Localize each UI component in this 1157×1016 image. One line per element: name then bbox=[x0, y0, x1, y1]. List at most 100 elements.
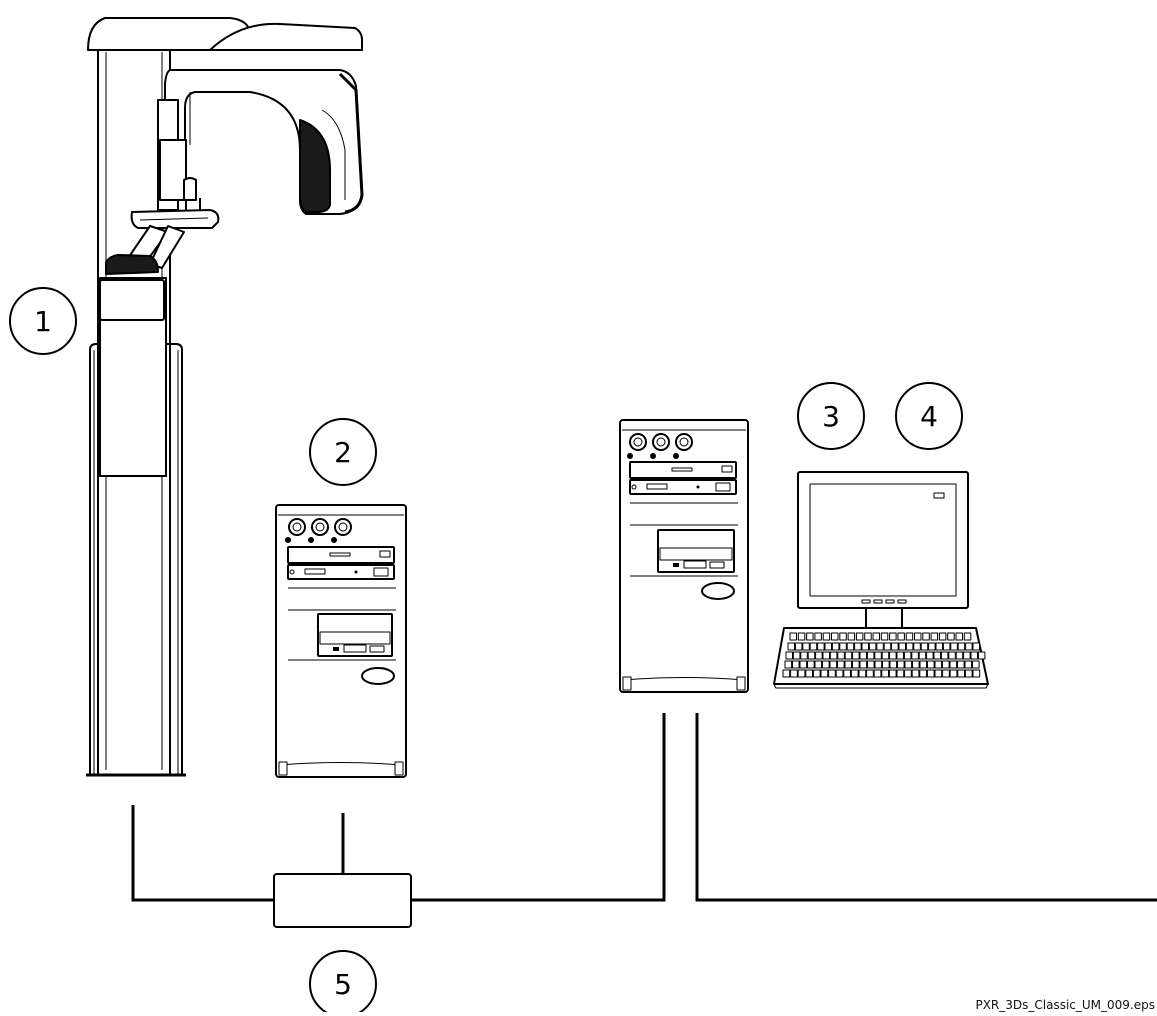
keyboard-key bbox=[911, 651, 919, 660]
callout-4-label: 4 bbox=[920, 400, 938, 433]
keyboard-key bbox=[896, 651, 904, 660]
keyboard-key bbox=[782, 669, 791, 678]
keyboard-key bbox=[843, 669, 851, 678]
keyboard-key bbox=[977, 651, 986, 660]
network-cabling bbox=[131, 713, 1157, 902]
keyboard-key bbox=[881, 669, 889, 678]
keyboard-key bbox=[822, 632, 831, 641]
keyboard-key bbox=[876, 642, 884, 651]
callout-2: 2 bbox=[309, 418, 377, 486]
keyboard-key bbox=[911, 669, 920, 678]
keyboard-key bbox=[896, 669, 905, 678]
keyboard-key bbox=[822, 651, 830, 660]
keyboard-key bbox=[904, 669, 912, 678]
keyboard-key bbox=[814, 632, 822, 641]
keyboard-key bbox=[938, 632, 947, 641]
callout-3-label: 3 bbox=[822, 400, 840, 433]
monitor bbox=[797, 471, 969, 630]
keyboard-key bbox=[824, 642, 832, 651]
keyboard-key bbox=[972, 642, 980, 651]
keyboard-key bbox=[934, 669, 943, 678]
keyboard-key bbox=[964, 669, 973, 678]
keyboard-key bbox=[794, 642, 803, 651]
keyboard-key bbox=[850, 669, 859, 678]
keyboard-key bbox=[807, 651, 816, 660]
keyboard-key bbox=[955, 651, 964, 660]
keyboard-key bbox=[949, 660, 958, 669]
keyboard-key bbox=[965, 642, 973, 651]
keyboard-key bbox=[874, 660, 883, 669]
keyboard-key bbox=[844, 651, 853, 660]
keyboard-key bbox=[964, 660, 973, 669]
keyboard-key bbox=[883, 642, 892, 651]
keyboard-key bbox=[891, 642, 899, 651]
keyboard-key bbox=[792, 660, 800, 669]
keyboard-key bbox=[942, 669, 950, 678]
keyboard-key bbox=[784, 660, 793, 669]
keyboard-key bbox=[930, 632, 939, 641]
keyboard-key bbox=[812, 669, 821, 678]
pc-tower-workstation bbox=[619, 419, 749, 693]
keyboard-key bbox=[949, 669, 958, 678]
keyboard-key bbox=[829, 651, 838, 660]
keyboard-key bbox=[831, 632, 839, 641]
keyboard-key bbox=[880, 632, 889, 641]
keyboard-key bbox=[970, 651, 978, 660]
keyboard-key bbox=[957, 642, 966, 651]
keyboard-key bbox=[799, 660, 808, 669]
keyboard-key bbox=[852, 660, 860, 669]
keyboard-key bbox=[800, 651, 808, 660]
keyboard-key bbox=[914, 632, 922, 641]
keyboard-key bbox=[814, 660, 823, 669]
keyboard-key bbox=[859, 660, 868, 669]
keyboard-key bbox=[790, 669, 798, 678]
callout-2-label: 2 bbox=[334, 436, 352, 469]
keyboard-key bbox=[861, 642, 869, 651]
keyboard-key bbox=[846, 642, 855, 651]
keyboard-key bbox=[809, 642, 818, 651]
keyboard-key bbox=[918, 651, 927, 660]
keyboard-key bbox=[866, 669, 874, 678]
callout-5-label: 5 bbox=[334, 968, 352, 1001]
keyboard-key bbox=[854, 642, 862, 651]
keyboard-key bbox=[805, 669, 813, 678]
keyboard-key bbox=[950, 642, 958, 651]
xray-unit bbox=[86, 17, 364, 777]
keyboard-key bbox=[822, 660, 830, 669]
keyboard-key bbox=[963, 632, 972, 641]
keyboard-key bbox=[957, 660, 965, 669]
callout-1-label: 1 bbox=[34, 305, 52, 338]
keyboard-key bbox=[859, 651, 867, 660]
keyboard-key bbox=[872, 632, 880, 641]
keyboard-key bbox=[802, 642, 810, 651]
keyboard-key bbox=[963, 651, 971, 660]
keyboard-key bbox=[837, 660, 845, 669]
keyboard-key bbox=[898, 642, 906, 651]
keyboard-key bbox=[847, 632, 856, 641]
keyboard-key bbox=[948, 651, 956, 660]
keyboard-key bbox=[807, 660, 815, 669]
keyboard-key bbox=[817, 642, 825, 651]
keyboard-key bbox=[837, 651, 845, 660]
keyboard-key bbox=[933, 651, 941, 660]
keyboard-key bbox=[785, 651, 793, 660]
keyboard-key bbox=[940, 651, 949, 660]
keyboard-key bbox=[919, 669, 927, 678]
keyboard-key bbox=[922, 632, 930, 641]
keyboard-key bbox=[935, 642, 943, 651]
keyboard-key bbox=[972, 660, 980, 669]
keyboard-key bbox=[815, 651, 823, 660]
keyboard-key bbox=[852, 651, 860, 660]
keyboard-key bbox=[928, 642, 936, 651]
keyboard-key bbox=[905, 642, 914, 651]
callout-1: 1 bbox=[9, 287, 77, 355]
keyboard-key bbox=[835, 669, 844, 678]
callout-4: 4 bbox=[895, 382, 963, 450]
keyboard-key bbox=[897, 660, 905, 669]
keyboard-key bbox=[839, 632, 847, 641]
keyboard-key bbox=[855, 632, 864, 641]
keyboard-key bbox=[942, 660, 950, 669]
keyboard-key bbox=[797, 632, 806, 641]
keyboard-key bbox=[904, 660, 913, 669]
